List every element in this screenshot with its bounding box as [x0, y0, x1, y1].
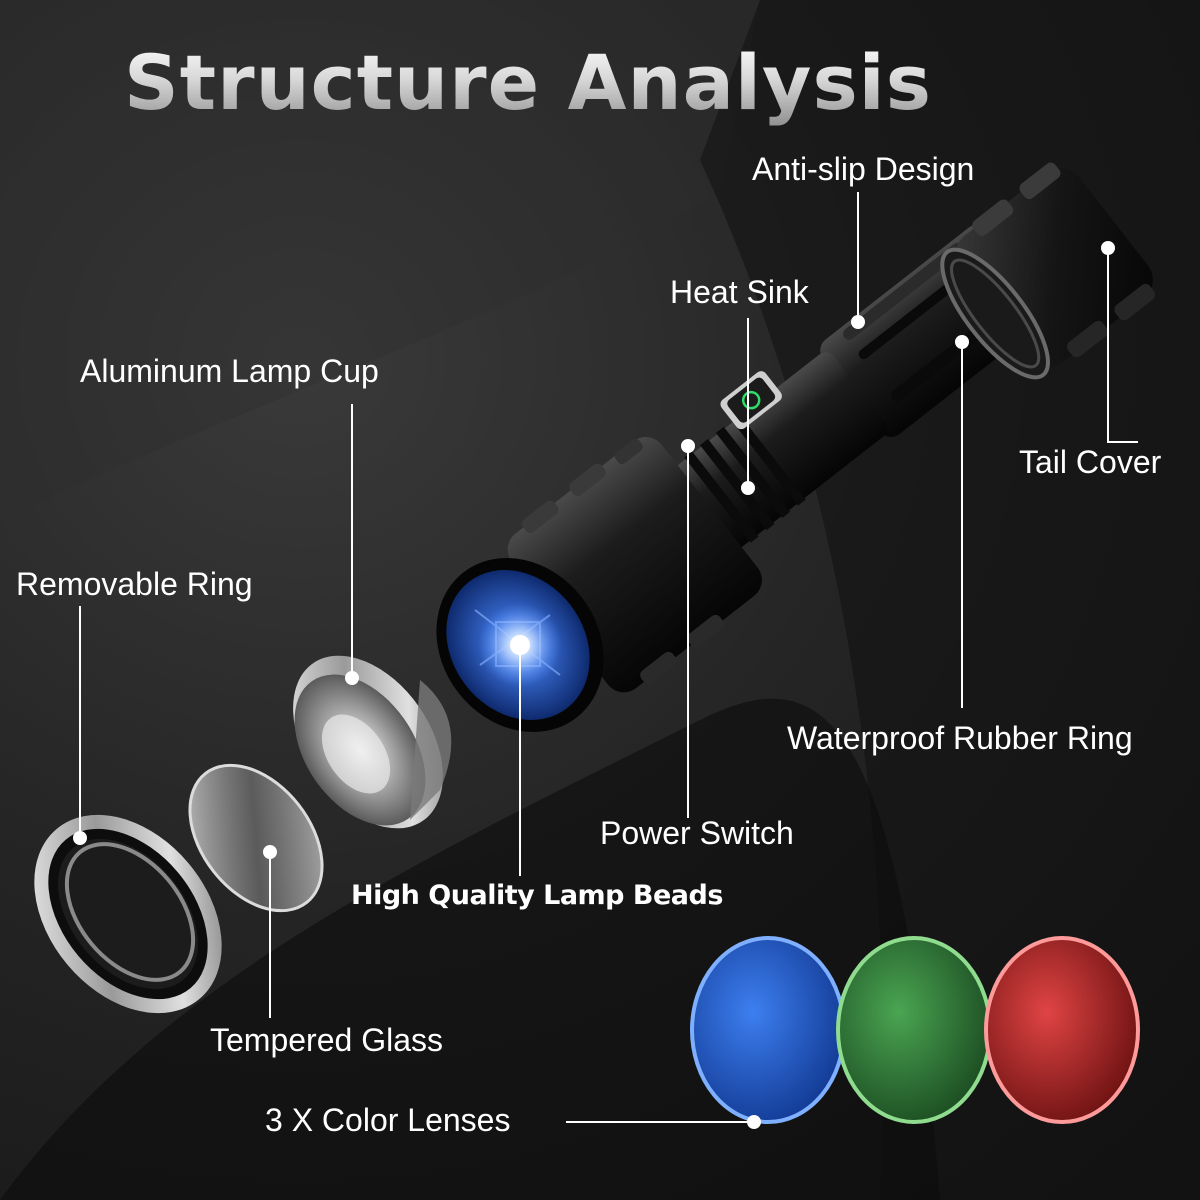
aluminum-lamp-cup	[293, 655, 452, 829]
label-power-switch: Power Switch	[600, 815, 794, 851]
removable-ring	[34, 814, 222, 1014]
label-heat-sink: Heat Sink	[670, 274, 809, 310]
tail-cover	[940, 162, 1156, 380]
blue-lens	[690, 936, 846, 1124]
color-lenses	[690, 936, 1140, 1124]
label-tail-cover: Tail Cover	[1019, 444, 1162, 480]
label-aluminum-lamp-cup: Aluminum Lamp Cup	[80, 353, 379, 389]
label-removable-ring: Removable Ring	[16, 566, 253, 602]
page-title: Structure Analysis	[0, 38, 1056, 127]
power-switch-button	[720, 371, 782, 430]
label-color-lenses: 3 X Color Lenses	[265, 1102, 511, 1138]
leader-lines	[73, 192, 1138, 1129]
tempered-glass-disc	[188, 763, 324, 913]
label-anti-slip-design: Anti-slip Design	[752, 151, 975, 187]
label-waterproof-rubber-ring: Waterproof Rubber Ring	[787, 720, 1133, 756]
red-lens	[984, 936, 1140, 1124]
label-tempered-glass: Tempered Glass	[210, 1022, 443, 1058]
heat-sink-fins	[684, 414, 806, 543]
green-lens	[836, 936, 992, 1124]
label-high-quality-lamp-beads: High Quality Lamp Beads	[351, 880, 723, 911]
head-grip-ridges	[521, 438, 725, 685]
